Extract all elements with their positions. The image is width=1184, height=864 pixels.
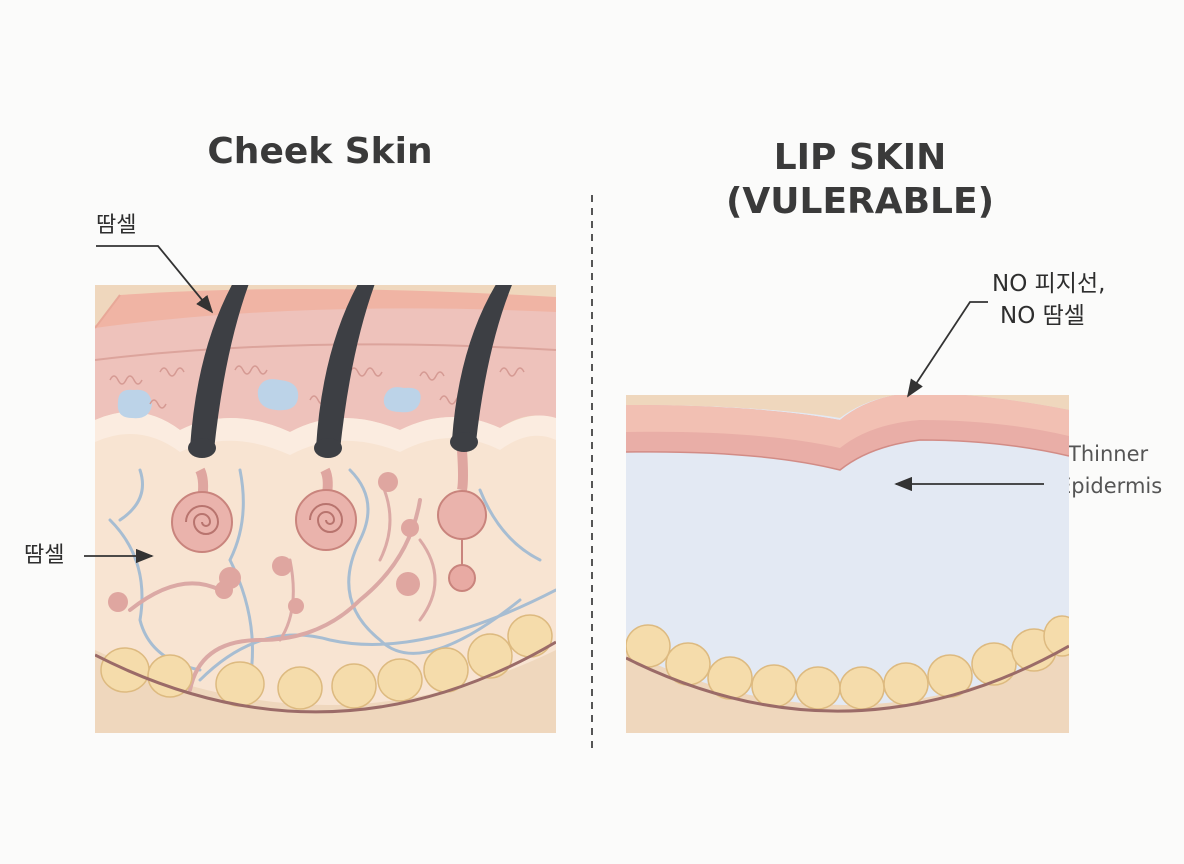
- cheek-cell-cluster-2: [257, 379, 299, 411]
- cheek-top-annotation: [96, 245, 214, 314]
- cheek-side-label: 땀셀: [24, 543, 65, 568]
- lip-top-label-line2: NO 땀셀: [1000, 303, 1085, 329]
- cheek-dermis: [95, 412, 556, 705]
- cheek-fascia-line: [95, 640, 556, 714]
- cheek-gland-3: [437, 449, 487, 592]
- lip-top-label-line1: NO 피지선,: [992, 271, 1106, 297]
- cheek-gland-2: [295, 467, 357, 551]
- cheek-vessel-pink-1: [188, 498, 422, 692]
- lip-side-label-line2: Epidermis: [1058, 474, 1163, 498]
- lip-skin-title-line2: (VULERABLE): [725, 181, 995, 222]
- hair-shaft-3: [452, 285, 513, 442]
- lip-stratum-corneum: [626, 395, 1069, 448]
- cheek-gland-1: [171, 467, 233, 553]
- cheek-skin-title: Cheek Skin: [207, 131, 433, 172]
- hair-shaft-2: [316, 285, 375, 450]
- cheek-vessel-blue-2: [228, 468, 254, 682]
- lip-skin-title-line1: LIP SKIN: [773, 137, 947, 178]
- cheek-cell-cluster-1: [117, 389, 152, 419]
- cheek-top-label: 땀셀: [96, 213, 137, 238]
- cheek-vessel-blue-3: [347, 468, 522, 655]
- hair-shaft-1: [190, 285, 249, 450]
- lip-dermis: [626, 395, 1069, 705]
- cheek-vessel-knobs: [108, 472, 420, 614]
- cheek-cell-cluster-3: [383, 387, 421, 413]
- lip-skin-cross-section: [626, 395, 1069, 733]
- lip-skin-title: LIP SKIN (VULERABLE): [660, 136, 1060, 224]
- lip-side-label-line1: Thinner: [1068, 442, 1149, 466]
- lip-top-annotation: [907, 301, 988, 398]
- cheek-skin-cross-section: [95, 285, 556, 733]
- lip-fascia-line: [626, 644, 1069, 713]
